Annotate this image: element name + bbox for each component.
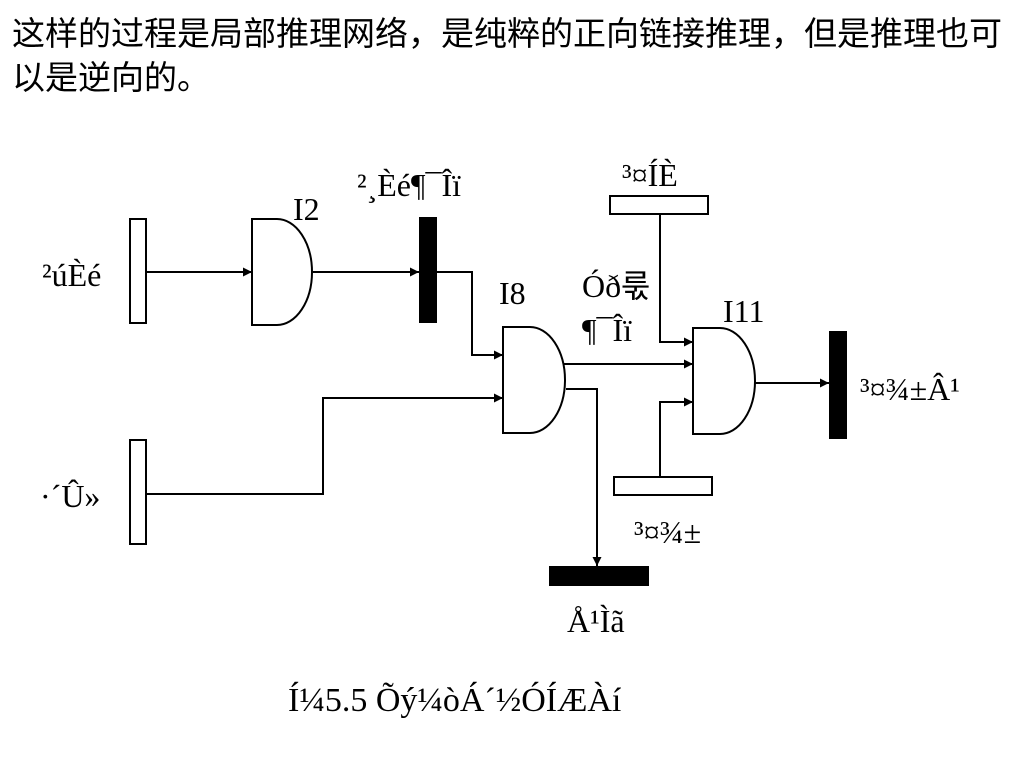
wire-input-b-to-i8 (146, 393, 503, 495)
wire-i8-to-bottom-output (566, 388, 602, 566)
input-box-a (129, 218, 147, 324)
and-gate-i11 (692, 327, 756, 435)
label-side-input-line1: Óð룫 (582, 268, 651, 304)
output-box-final (829, 331, 847, 439)
and-gate-i8 (502, 326, 566, 434)
label-top-input: ³¤ÍÈ (622, 157, 678, 193)
intro-paragraph: 这样的过程是局部推理网络，是纯粹的正向链接推理，但是推理也可以是逆向的。 (12, 14, 1002, 97)
label-input-b: ·´Û» (40, 478, 100, 514)
gate-label-i2: I2 (293, 191, 320, 227)
gate-label-i11: I11 (723, 293, 764, 329)
wire-mid-output-to-i8 (437, 271, 503, 360)
label-output-final: ³¤¾±Â¹ (860, 371, 960, 407)
label-mid-output: ²¸Èé¶¯Îï (357, 167, 461, 204)
gate-label-i8: I8 (499, 275, 526, 311)
label-bottom-right-input: ³¤¾± (634, 514, 701, 550)
label-side-input-line2: ¶¯Îï (582, 312, 632, 348)
input-box-top (609, 195, 709, 215)
mid-output-box (419, 217, 437, 323)
output-box-bottom (549, 566, 649, 586)
label-output-bottom: Å¹Ìã (567, 603, 625, 639)
input-box-bottom-right (613, 476, 713, 496)
label-input-a: ²úÈé (42, 257, 101, 293)
wire-bottom-input-to-i11 (659, 397, 693, 477)
input-box-b (129, 439, 147, 545)
figure-caption: Í¼5.5 Õý¼òÁ´½ÓÍÆÀí (288, 682, 622, 719)
wire-top-input-to-i11 (659, 214, 693, 347)
and-gate-i2 (251, 218, 313, 326)
